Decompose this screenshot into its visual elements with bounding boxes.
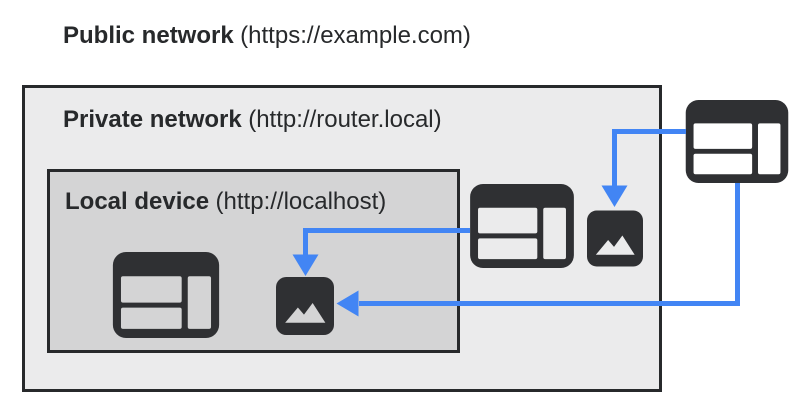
public-network-name: Public network bbox=[63, 22, 234, 49]
public-network-label: Public network(https://example.com) bbox=[63, 22, 471, 51]
local-device-url: (http://localhost) bbox=[215, 188, 387, 215]
private-network-label: Private network(http://router.local) bbox=[63, 106, 442, 135]
private-network-url: (http://router.local) bbox=[248, 106, 442, 133]
local-device-label: Local device(http://localhost) bbox=[65, 188, 386, 217]
local-device-name: Local device bbox=[65, 188, 210, 215]
private-network-name: Private network bbox=[63, 106, 242, 133]
browser-window-icon bbox=[685, 100, 789, 183]
image-icon bbox=[276, 277, 334, 335]
browser-window-icon bbox=[470, 184, 574, 268]
public-network-url: (https://example.com) bbox=[240, 22, 471, 49]
image-icon bbox=[587, 210, 643, 267]
browser-window-icon bbox=[112, 252, 220, 338]
